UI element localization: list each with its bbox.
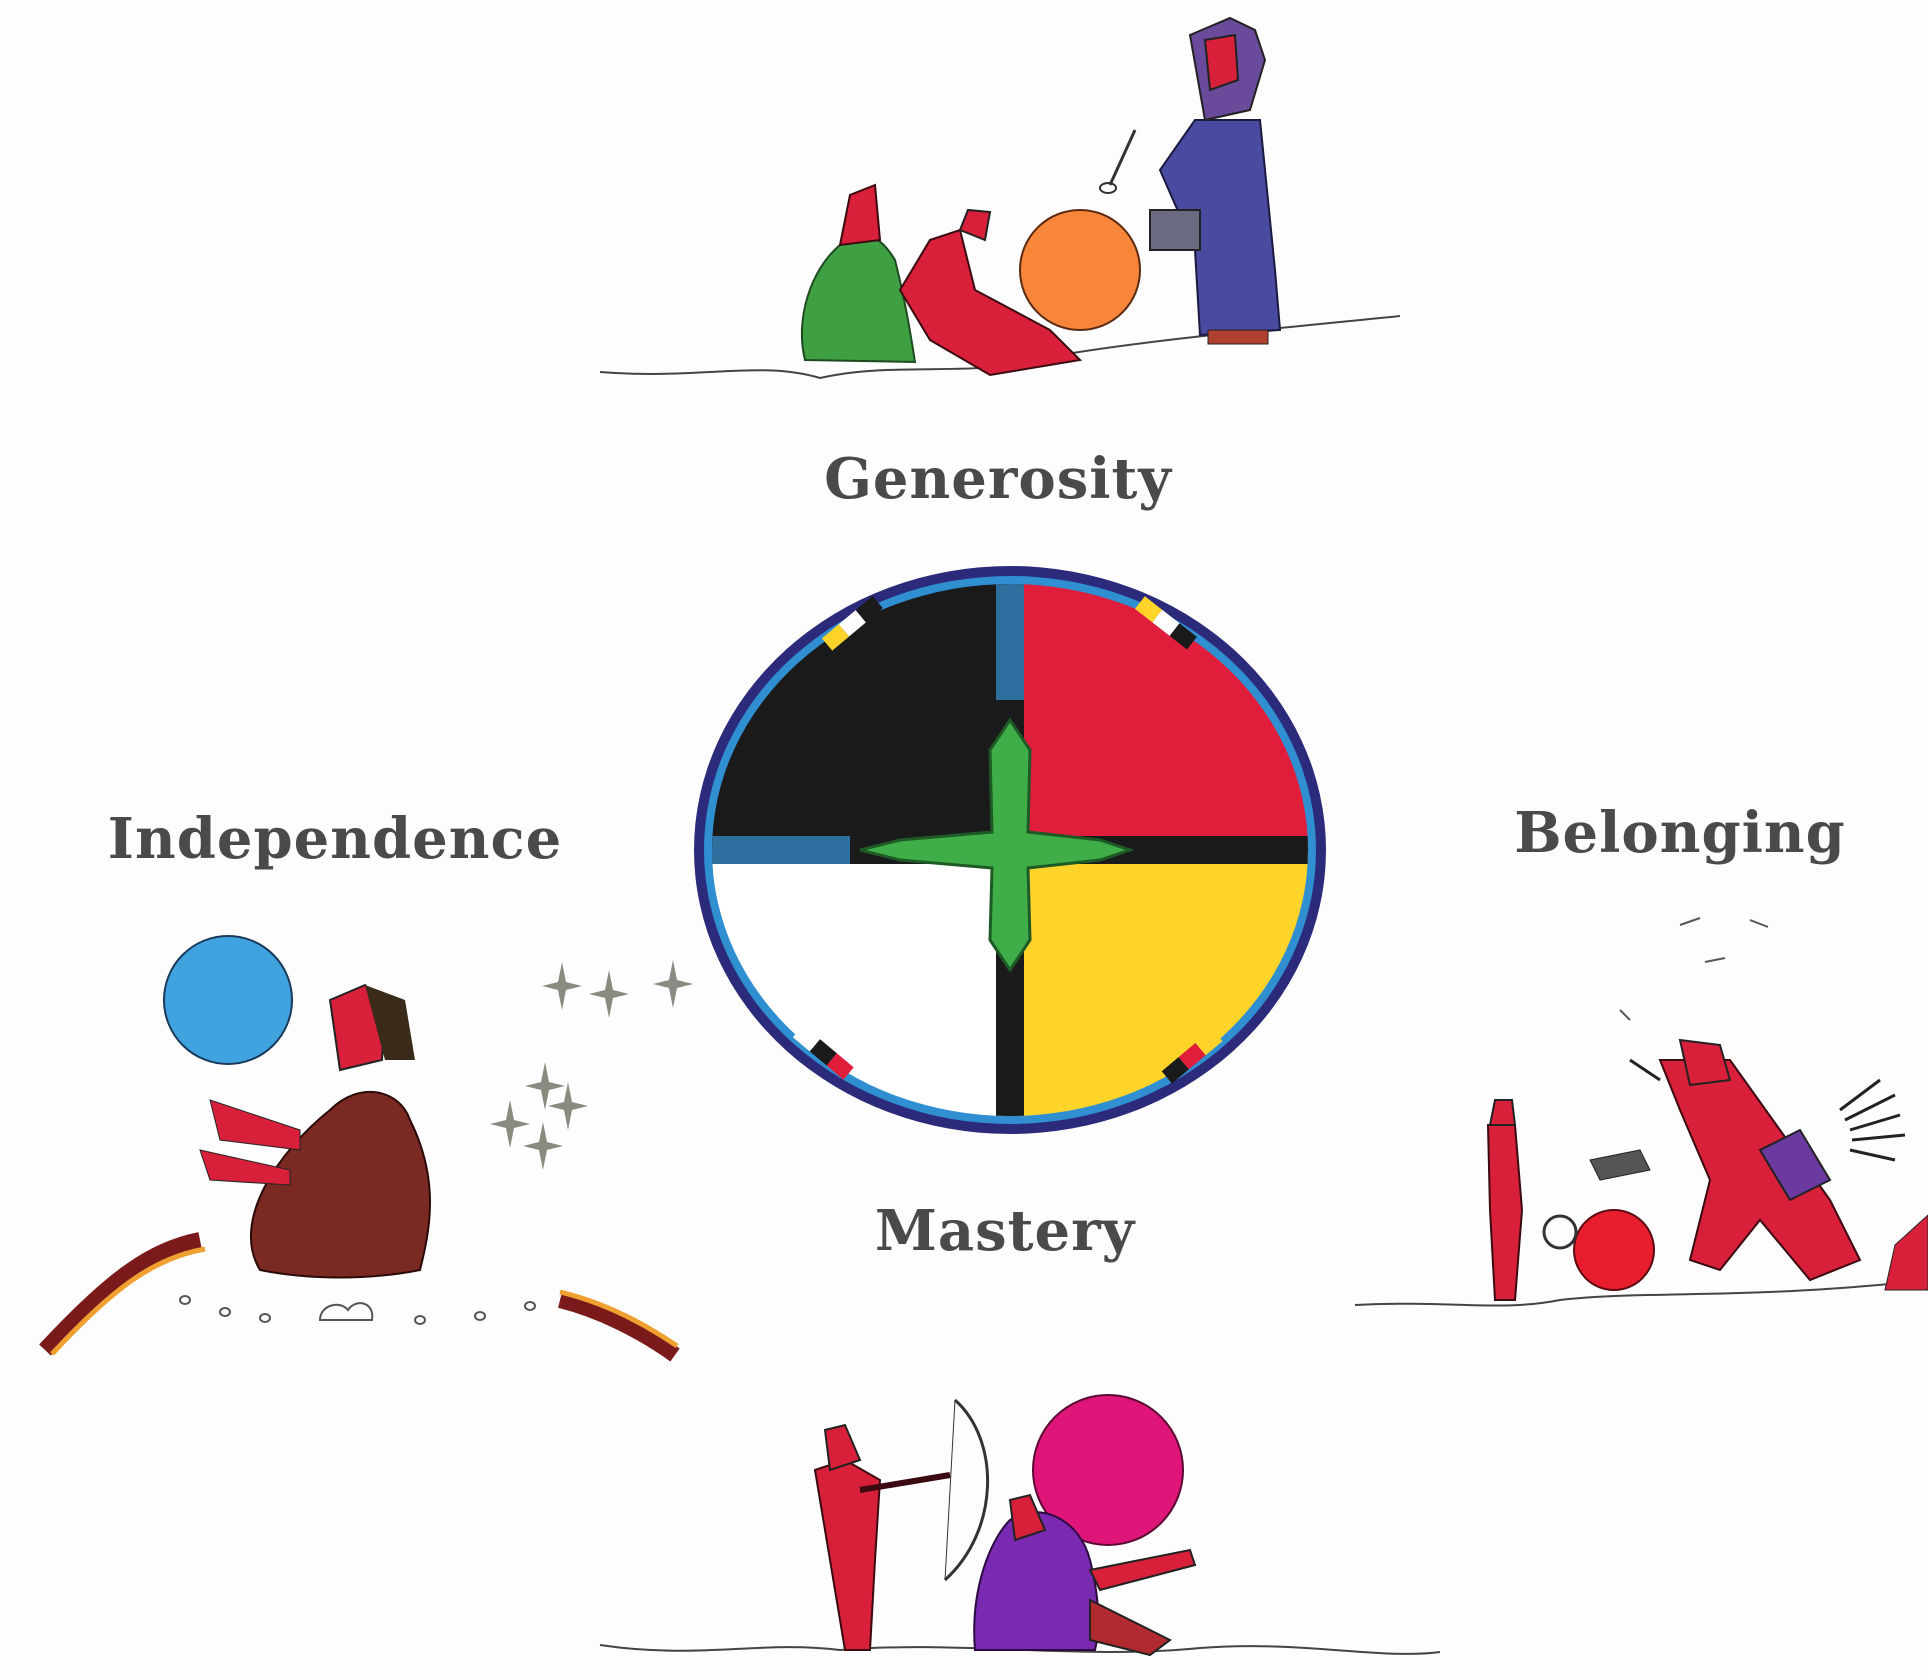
independence-scene (39, 935, 693, 1362)
north-sun (1019, 209, 1141, 331)
label-generosity: Generosity (824, 446, 1172, 512)
ground-line (1354, 1279, 1928, 1307)
red-child-figure (898, 228, 1083, 377)
east-sun (1573, 1209, 1655, 1291)
cooking-pot (1149, 209, 1201, 251)
hand-drum (1542, 1214, 1578, 1250)
ladle (1108, 129, 1137, 186)
belonging-scene (1354, 917, 1928, 1307)
green-cloaked-figure (801, 233, 917, 364)
standing-child-figure (1486, 1124, 1524, 1301)
mastery-scene (599, 1394, 1441, 1657)
feather-bustle (1629, 1058, 1906, 1162)
dancer-figure (1658, 1059, 1862, 1282)
rainbow-left (39, 1232, 202, 1356)
rainbow-right (558, 1292, 680, 1362)
ring-beads (792, 595, 1223, 1084)
generosity-scene (599, 16, 1401, 380)
label-independence: Independence (107, 806, 563, 872)
medicine-wheel (694, 566, 1326, 1134)
green-cross (859, 717, 1135, 973)
sparkles (490, 960, 693, 1170)
label-mastery: Mastery (874, 1198, 1136, 1264)
west-moon (163, 935, 293, 1065)
feather-fan (1589, 1149, 1651, 1181)
small-clouds (179, 1295, 536, 1325)
label-belonging: Belonging (1514, 800, 1846, 866)
south-sun (1032, 1394, 1184, 1546)
bow (943, 1398, 990, 1582)
birds (1619, 917, 1769, 1021)
